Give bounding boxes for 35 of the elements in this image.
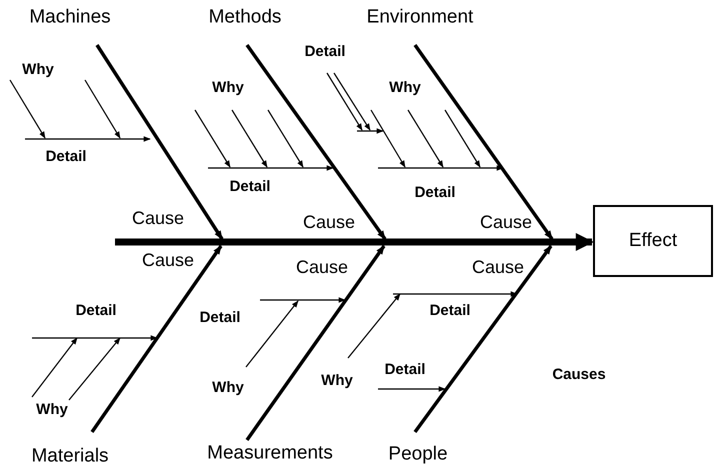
detail-label: Detail: [200, 310, 240, 326]
detail-label: Detail: [384, 362, 426, 378]
cause-label: Cause: [296, 258, 348, 278]
effect-box: Effect: [593, 205, 713, 277]
detail-label: Why: [212, 80, 244, 96]
cause-label: Cause: [132, 209, 184, 229]
detail-label: Detail: [230, 178, 270, 196]
note-label: Causes: [552, 366, 606, 384]
bone-line: [246, 245, 386, 441]
detail-label: Why: [212, 380, 244, 396]
detail-label: Detail: [46, 148, 86, 166]
bone-line: [414, 244, 552, 434]
cause-label: Cause: [472, 258, 524, 278]
category-label: Materials: [31, 446, 109, 468]
bone-line: [90, 245, 222, 433]
detail-label: Detail: [76, 302, 116, 320]
detail-label: Detail: [414, 184, 456, 202]
cause-label: Cause: [302, 213, 356, 233]
category-label: Methods: [208, 8, 282, 28]
category-label: Machines: [29, 8, 111, 28]
cause-label: Cause: [480, 213, 532, 233]
category-label: People: [388, 444, 448, 466]
category-label: Environment: [366, 8, 474, 28]
detail-label: Why: [22, 62, 54, 78]
detail-label: Why: [36, 402, 68, 418]
category-label: Measurements: [207, 444, 333, 464]
bone-line: [96, 44, 224, 240]
cause-label: Cause: [142, 251, 194, 271]
detail-label: Detail: [304, 44, 346, 60]
spine-arrow: [115, 233, 594, 251]
bone-line: [246, 44, 386, 240]
detail-label: Why: [321, 372, 353, 390]
bone-line: [414, 44, 554, 240]
detail-label: Detail: [430, 302, 470, 320]
detail-label: Why: [389, 80, 421, 96]
